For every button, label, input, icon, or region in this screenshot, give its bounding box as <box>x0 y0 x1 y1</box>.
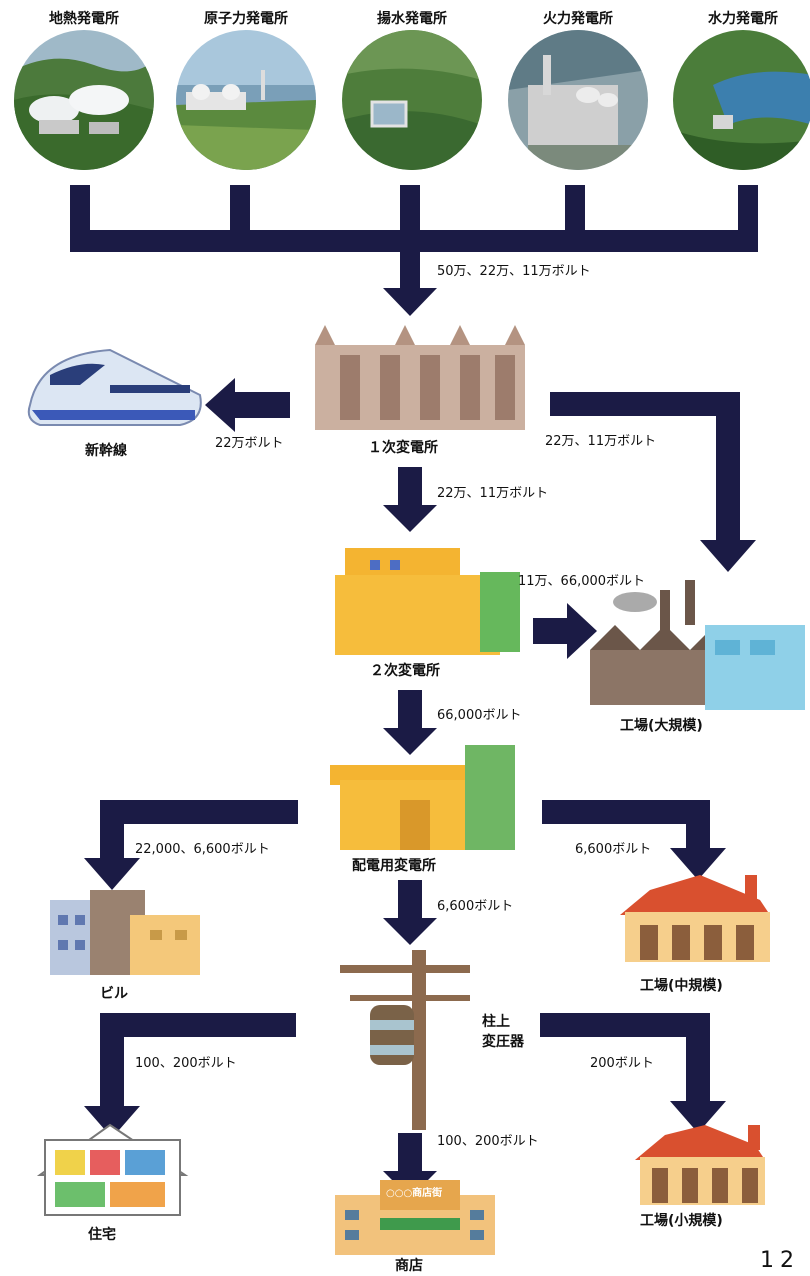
voltage-distribution-to-medium-factory: 6,600ボルト <box>575 842 652 857</box>
arrow-head-pole <box>383 918 437 945</box>
arrow-v-large-factory <box>716 392 740 542</box>
medium-factory-illustration <box>620 875 770 962</box>
arrow-head-sec-factory <box>567 603 597 659</box>
page-number: 12 <box>760 1248 800 1273</box>
plant-name-geothermal: 地熱発電所 <box>49 11 119 27</box>
arrow-shaft-sec-factory <box>533 618 569 644</box>
voltage-primary-to-shinkansen: 22万ボルト <box>215 436 284 451</box>
arrow-head-distribution <box>383 728 437 755</box>
shop-sign-text: ○○○商店街 <box>386 1188 443 1199</box>
arrow-shaft-secondary <box>398 467 422 507</box>
shop-illustration <box>335 1180 495 1255</box>
arrow-h-house <box>100 1013 296 1037</box>
label-large-factory: 工場(大規模) <box>620 718 703 734</box>
arrow-head-secondary <box>383 505 437 532</box>
arrow-head-main <box>383 288 437 316</box>
arrow-v-medium-factory <box>686 800 710 850</box>
label-shinkansen: 新幹線 <box>85 443 127 459</box>
arrow-shaft-main <box>400 250 420 290</box>
distribution-substation-illustration <box>330 745 515 850</box>
arrow-shaft-shop <box>398 1133 422 1173</box>
label-pole-transformer: 柱上 変圧器 <box>482 1014 524 1050</box>
plant-name-thermal: 火力発電所 <box>543 11 613 27</box>
arrow-v-house <box>100 1013 124 1108</box>
plant-name-hydro: 水力発電所 <box>708 11 778 27</box>
plant-name-nuclear: 原子力発電所 <box>204 11 288 27</box>
voltage-secondary-to-distribution: 66,000ボルト <box>437 708 522 723</box>
label-medium-factory: 工場(中規模) <box>640 978 723 994</box>
nuclear-plant-photo <box>176 30 316 170</box>
secondary-substation-illustration <box>335 548 520 655</box>
voltage-pole-to-shop: 100、200ボルト <box>437 1134 539 1149</box>
small-factory-illustration <box>635 1125 765 1205</box>
primary-substation-illustration <box>315 325 525 430</box>
voltage-secondary-to-large-factory: 11万、66,000ボルト <box>518 574 646 589</box>
arrow-head-shinkansen <box>205 378 235 432</box>
arrow-shaft-pole <box>398 880 422 920</box>
label-building: ビル <box>100 986 128 1002</box>
geothermal-plant-photo <box>14 30 154 170</box>
pumped-storage-plant-photo <box>342 30 482 170</box>
voltage-primary-to-large-factory: 22万、11万ボルト <box>545 434 657 449</box>
voltage-pole-to-small-factory: 200ボルト <box>590 1056 654 1071</box>
label-secondary-substation: ２次変電所 <box>370 663 440 679</box>
building-illustration <box>50 890 200 975</box>
arrow-h-medium-factory <box>542 800 692 824</box>
house-illustration <box>36 1123 189 1216</box>
arrow-shaft-distribution <box>398 690 422 730</box>
pole-transformer-illustration <box>340 950 470 1130</box>
arrow-h-building <box>100 800 298 824</box>
label-house: 住宅 <box>88 1227 116 1243</box>
arrow-h-large-factory <box>550 392 740 416</box>
arrow-shaft-shinkansen <box>232 392 290 418</box>
plant-name-pumped-storage: 揚水発電所 <box>377 11 447 27</box>
arrow-head-medium-factory <box>670 848 726 880</box>
voltage-pole-to-house: 100、200ボルト <box>135 1056 237 1071</box>
arrow-head-house <box>84 1106 140 1138</box>
arrow-h-small-factory <box>540 1013 698 1037</box>
label-small-factory: 工場(小規模) <box>640 1213 723 1229</box>
arrow-head-small-factory <box>670 1101 726 1133</box>
shinkansen-illustration <box>27 348 202 426</box>
voltage-distribution-to-pole: 6,600ボルト <box>437 899 514 914</box>
voltage-distribution-to-building: 22,000、6,600ボルト <box>135 842 270 857</box>
arrow-v-building <box>100 800 124 860</box>
label-distribution-substation: 配電用変電所 <box>352 858 436 874</box>
large-factory-illustration <box>590 580 805 710</box>
hydro-plant-photo <box>673 30 810 170</box>
arrow-head-building <box>84 858 140 890</box>
label-shop: 商店 <box>395 1258 423 1274</box>
voltage-plants-to-primary: 50万、22万、11万ボルト <box>437 264 591 279</box>
arrow-head-large-factory <box>700 540 756 572</box>
thermal-plant-photo <box>508 30 648 170</box>
plant-bus-horizontal <box>70 230 758 252</box>
arrow-v-small-factory <box>686 1013 710 1103</box>
label-primary-substation: １次変電所 <box>368 440 438 456</box>
voltage-primary-to-secondary: 22万、11万ボルト <box>437 486 549 501</box>
